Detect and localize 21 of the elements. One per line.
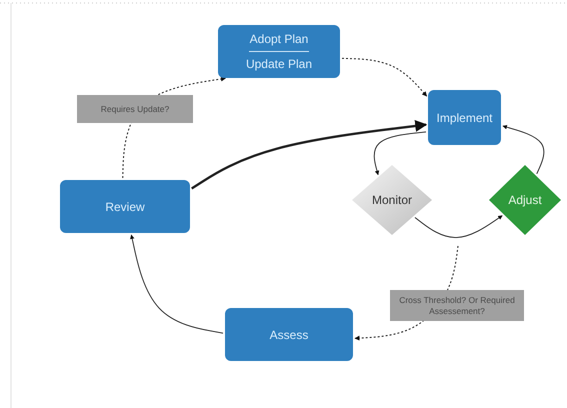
- arrow: [502, 125, 544, 174]
- node-label: Review: [105, 200, 145, 214]
- node-label: Monitor: [372, 193, 412, 207]
- arrow: [374, 132, 426, 176]
- arrow: [130, 234, 224, 334]
- process-box: [428, 90, 501, 145]
- node-label: Update Plan: [246, 57, 312, 71]
- process-box: [218, 25, 340, 78]
- decision-diamond: [489, 165, 561, 235]
- node-label: Adopt Plan: [250, 32, 308, 46]
- arrow: [342, 58, 428, 97]
- decision-diamond: [352, 165, 432, 235]
- edge-label: Requires Update?: [77, 95, 193, 123]
- process-box: [225, 308, 353, 361]
- arrow: [414, 215, 503, 238]
- node-label: Adjust: [508, 193, 542, 207]
- edge-label: Cross Threshold? Or Required Assessement?: [390, 290, 524, 321]
- process-box: [60, 180, 190, 233]
- arrow: [191, 120, 428, 190]
- node-label: Assess: [270, 328, 308, 342]
- node-label: Implement: [436, 110, 493, 124]
